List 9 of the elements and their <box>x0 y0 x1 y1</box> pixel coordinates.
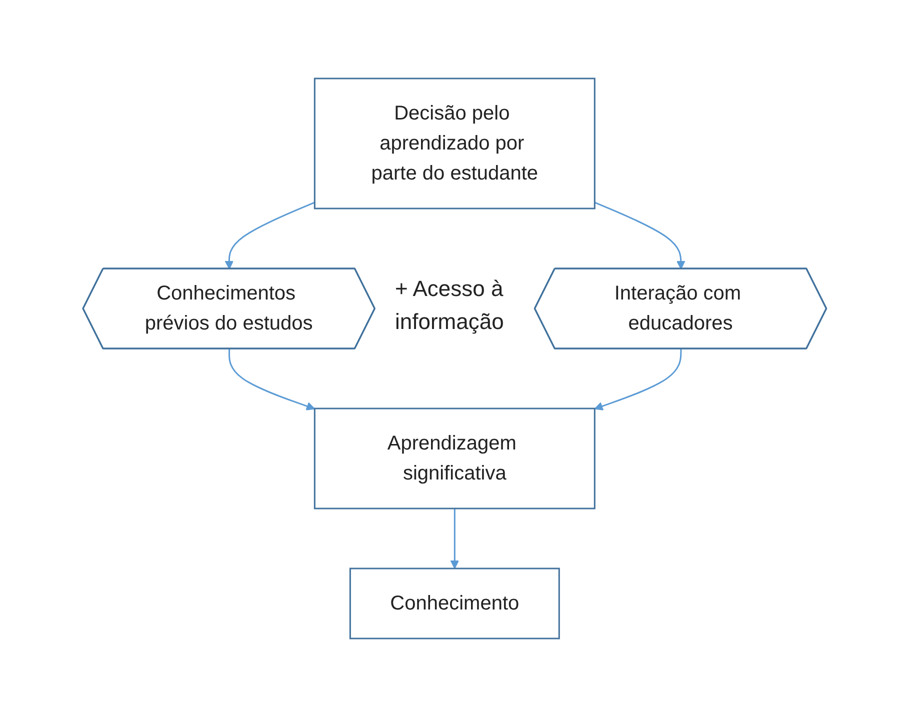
arrow <box>450 508 459 569</box>
annotation-text: + Acesso à informação <box>395 275 505 336</box>
node-box: Decisão pelo aprendizado por parte do estudante <box>314 78 596 210</box>
node-box: Conhecimento <box>349 568 560 640</box>
arrow <box>228 348 315 410</box>
arrow <box>594 348 682 410</box>
arrow <box>594 202 686 270</box>
arrow <box>224 202 315 270</box>
node-box: Aprendizagem significativa <box>314 408 596 510</box>
